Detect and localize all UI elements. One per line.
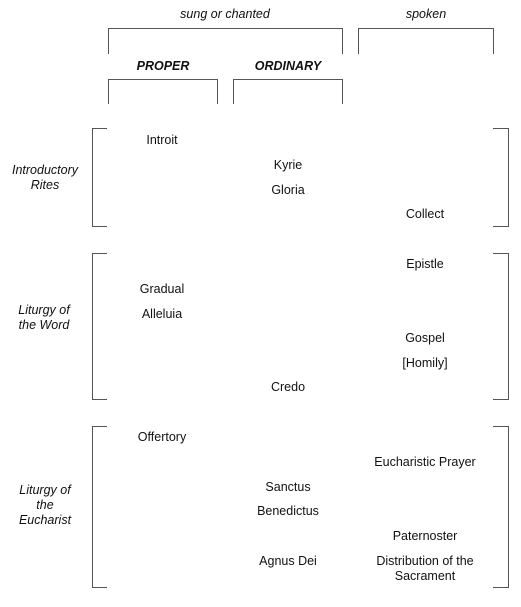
item-epistle: Epistle [406, 257, 444, 271]
item-credo: Credo [270, 380, 306, 394]
spoken-header: spoken [405, 7, 447, 21]
item-sanctus: Sanctus [265, 480, 311, 494]
item-gloria: Gloria [271, 183, 305, 197]
item-eucharistic-prayer: Eucharistic Prayer [374, 455, 476, 469]
liturgy-of-eucharist-label: Liturgy of the Eucharist [18, 483, 72, 527]
item-kyrie: Kyrie [273, 158, 303, 172]
spoken-bracket [358, 28, 494, 54]
sung-bracket [108, 28, 343, 54]
item-alleluia: Alleluia [141, 307, 183, 321]
proper-bracket [108, 79, 218, 104]
item-introit: Introit [146, 133, 178, 147]
item-homily: [Homily] [402, 356, 448, 370]
proper-header: PROPER [136, 59, 190, 73]
item-gospel: Gospel [405, 331, 445, 345]
word-right-bracket [493, 253, 509, 400]
ordinary-bracket [233, 79, 343, 104]
sung-header: sung or chanted [180, 7, 270, 21]
word-left-bracket [92, 253, 107, 400]
liturgy-of-word-label: Liturgy of the Word [18, 303, 70, 332]
item-distribution: Distribution of the Sacrament [376, 554, 474, 583]
eucharist-right-bracket [493, 426, 509, 588]
ordinary-header: ORDINARY [254, 59, 322, 73]
item-benedictus: Benedictus [257, 504, 319, 518]
eucharist-left-bracket [92, 426, 107, 588]
item-gradual: Gradual [139, 282, 185, 296]
item-paternoster: Paternoster [392, 529, 458, 543]
introductory-left-bracket [92, 128, 107, 227]
item-agnus-dei: Agnus Dei [259, 554, 317, 568]
item-collect: Collect [405, 207, 445, 221]
introductory-rites-label: Introductory Rites [11, 163, 78, 192]
introductory-right-bracket [493, 128, 509, 227]
item-offertory: Offertory [137, 430, 187, 444]
